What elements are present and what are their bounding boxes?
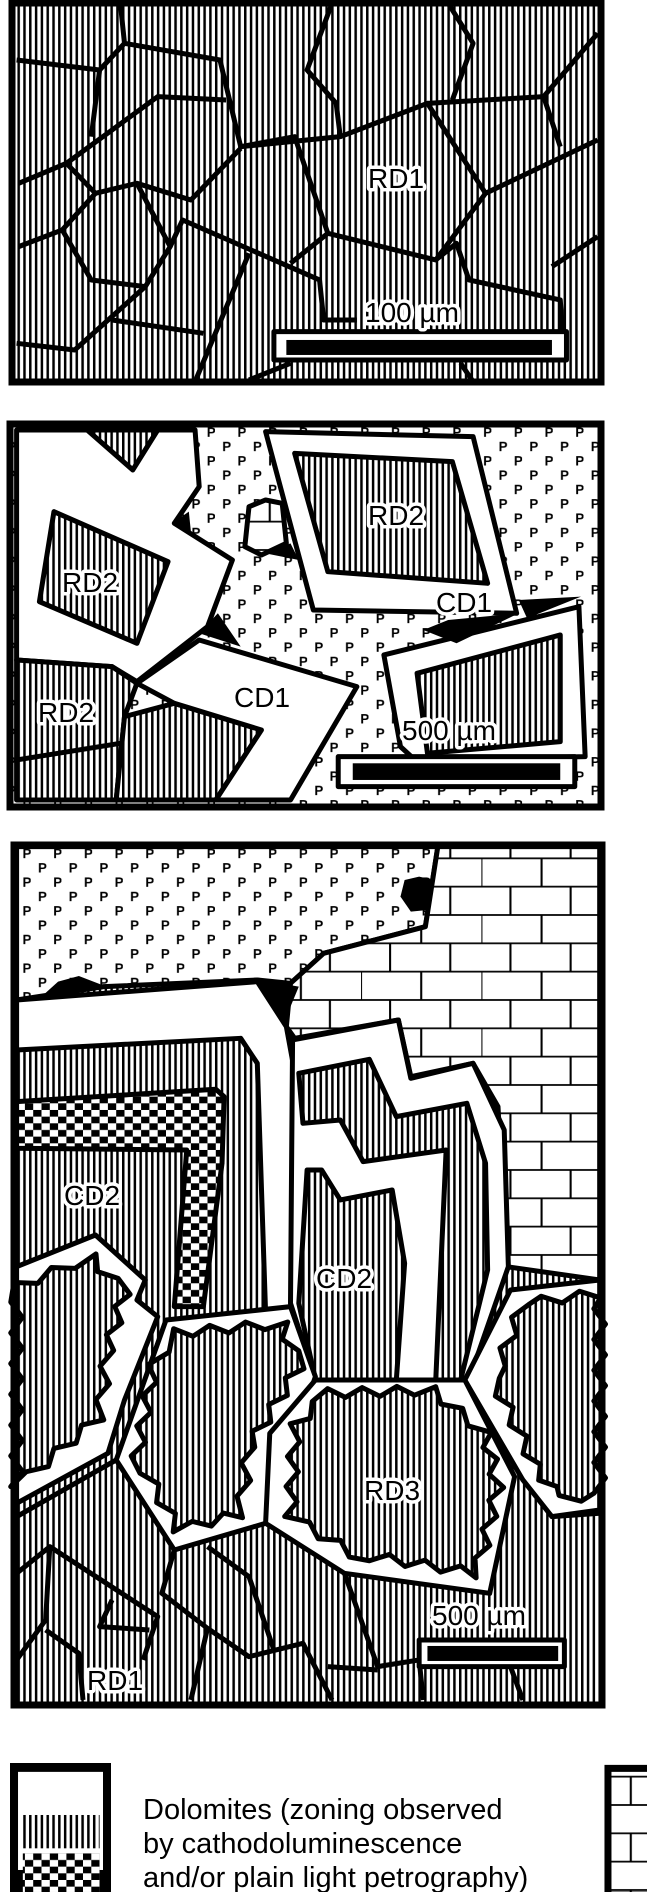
panel-2-frame bbox=[6, 420, 605, 811]
scale-bar-label: 100 µm bbox=[365, 297, 459, 328]
scale-bar bbox=[427, 1645, 559, 1661]
panel-1-frame bbox=[8, 0, 605, 386]
label-rd2: RD2 bbox=[62, 567, 118, 598]
cd2-checker-zone bbox=[17, 1089, 224, 1306]
panel-1: RD1 100 µm bbox=[8, 0, 605, 386]
rd-grain-core bbox=[11, 1254, 130, 1487]
label-rd3: RD3 bbox=[364, 1475, 420, 1506]
legend-swatch-calcite bbox=[608, 1768, 647, 1892]
grain-boundaries bbox=[17, 1460, 600, 1700]
rd2-crystal bbox=[417, 635, 560, 753]
legend-dolomites-line-2: by cathodoluminescence bbox=[143, 1828, 462, 1860]
cd1-overgrowth bbox=[137, 640, 357, 800]
rd2-crystal bbox=[295, 453, 488, 583]
legend-swatch-checker bbox=[22, 1853, 100, 1892]
cd2-zone bbox=[299, 1170, 405, 1380]
label-cd1: CD1 bbox=[234, 682, 290, 713]
scale-bar bbox=[352, 763, 561, 780]
scale-bar bbox=[286, 339, 552, 355]
scale-bar-label: 500 µm bbox=[402, 715, 496, 746]
cement-blobs bbox=[172, 511, 581, 647]
label-rd1: RD1 bbox=[87, 1665, 143, 1696]
legend-dolomites-line-1: Dolomites (zoning observed bbox=[143, 1794, 502, 1826]
panel-3: CD2 CD2 RD3 RD1 500 µm bbox=[10, 841, 606, 1709]
legend: Dolomites (zoning observed by cathodolum… bbox=[10, 1763, 647, 1892]
panel-3-frame bbox=[10, 841, 606, 1709]
rd3-grain-core bbox=[285, 1386, 504, 1577]
legend-swatch-plain bbox=[22, 1774, 100, 1809]
panel-2: RD2 RD2 RD2 CD1 CD1 500 µm bbox=[6, 420, 605, 811]
rd2-crystal bbox=[39, 512, 168, 644]
label-cd2: CD2 bbox=[64, 1180, 120, 1211]
label-rd2: RD2 bbox=[38, 697, 94, 728]
legend-box-border bbox=[10, 1763, 111, 1892]
legend-dolomites-line-3: and/or plain light petrography) bbox=[143, 1862, 528, 1892]
label-rd2: RD2 bbox=[368, 500, 424, 531]
label-cd2: CD2 bbox=[316, 1263, 372, 1294]
calcite-patch bbox=[245, 500, 287, 555]
label-rd1: RD1 bbox=[368, 163, 424, 194]
scale-bar-label: 500 µm bbox=[432, 1600, 526, 1631]
cement-blobs bbox=[41, 876, 434, 1022]
label-cd1: CD1 bbox=[436, 587, 492, 618]
rd-grain-core bbox=[131, 1322, 304, 1532]
legend-swatch-hatch bbox=[22, 1814, 100, 1849]
